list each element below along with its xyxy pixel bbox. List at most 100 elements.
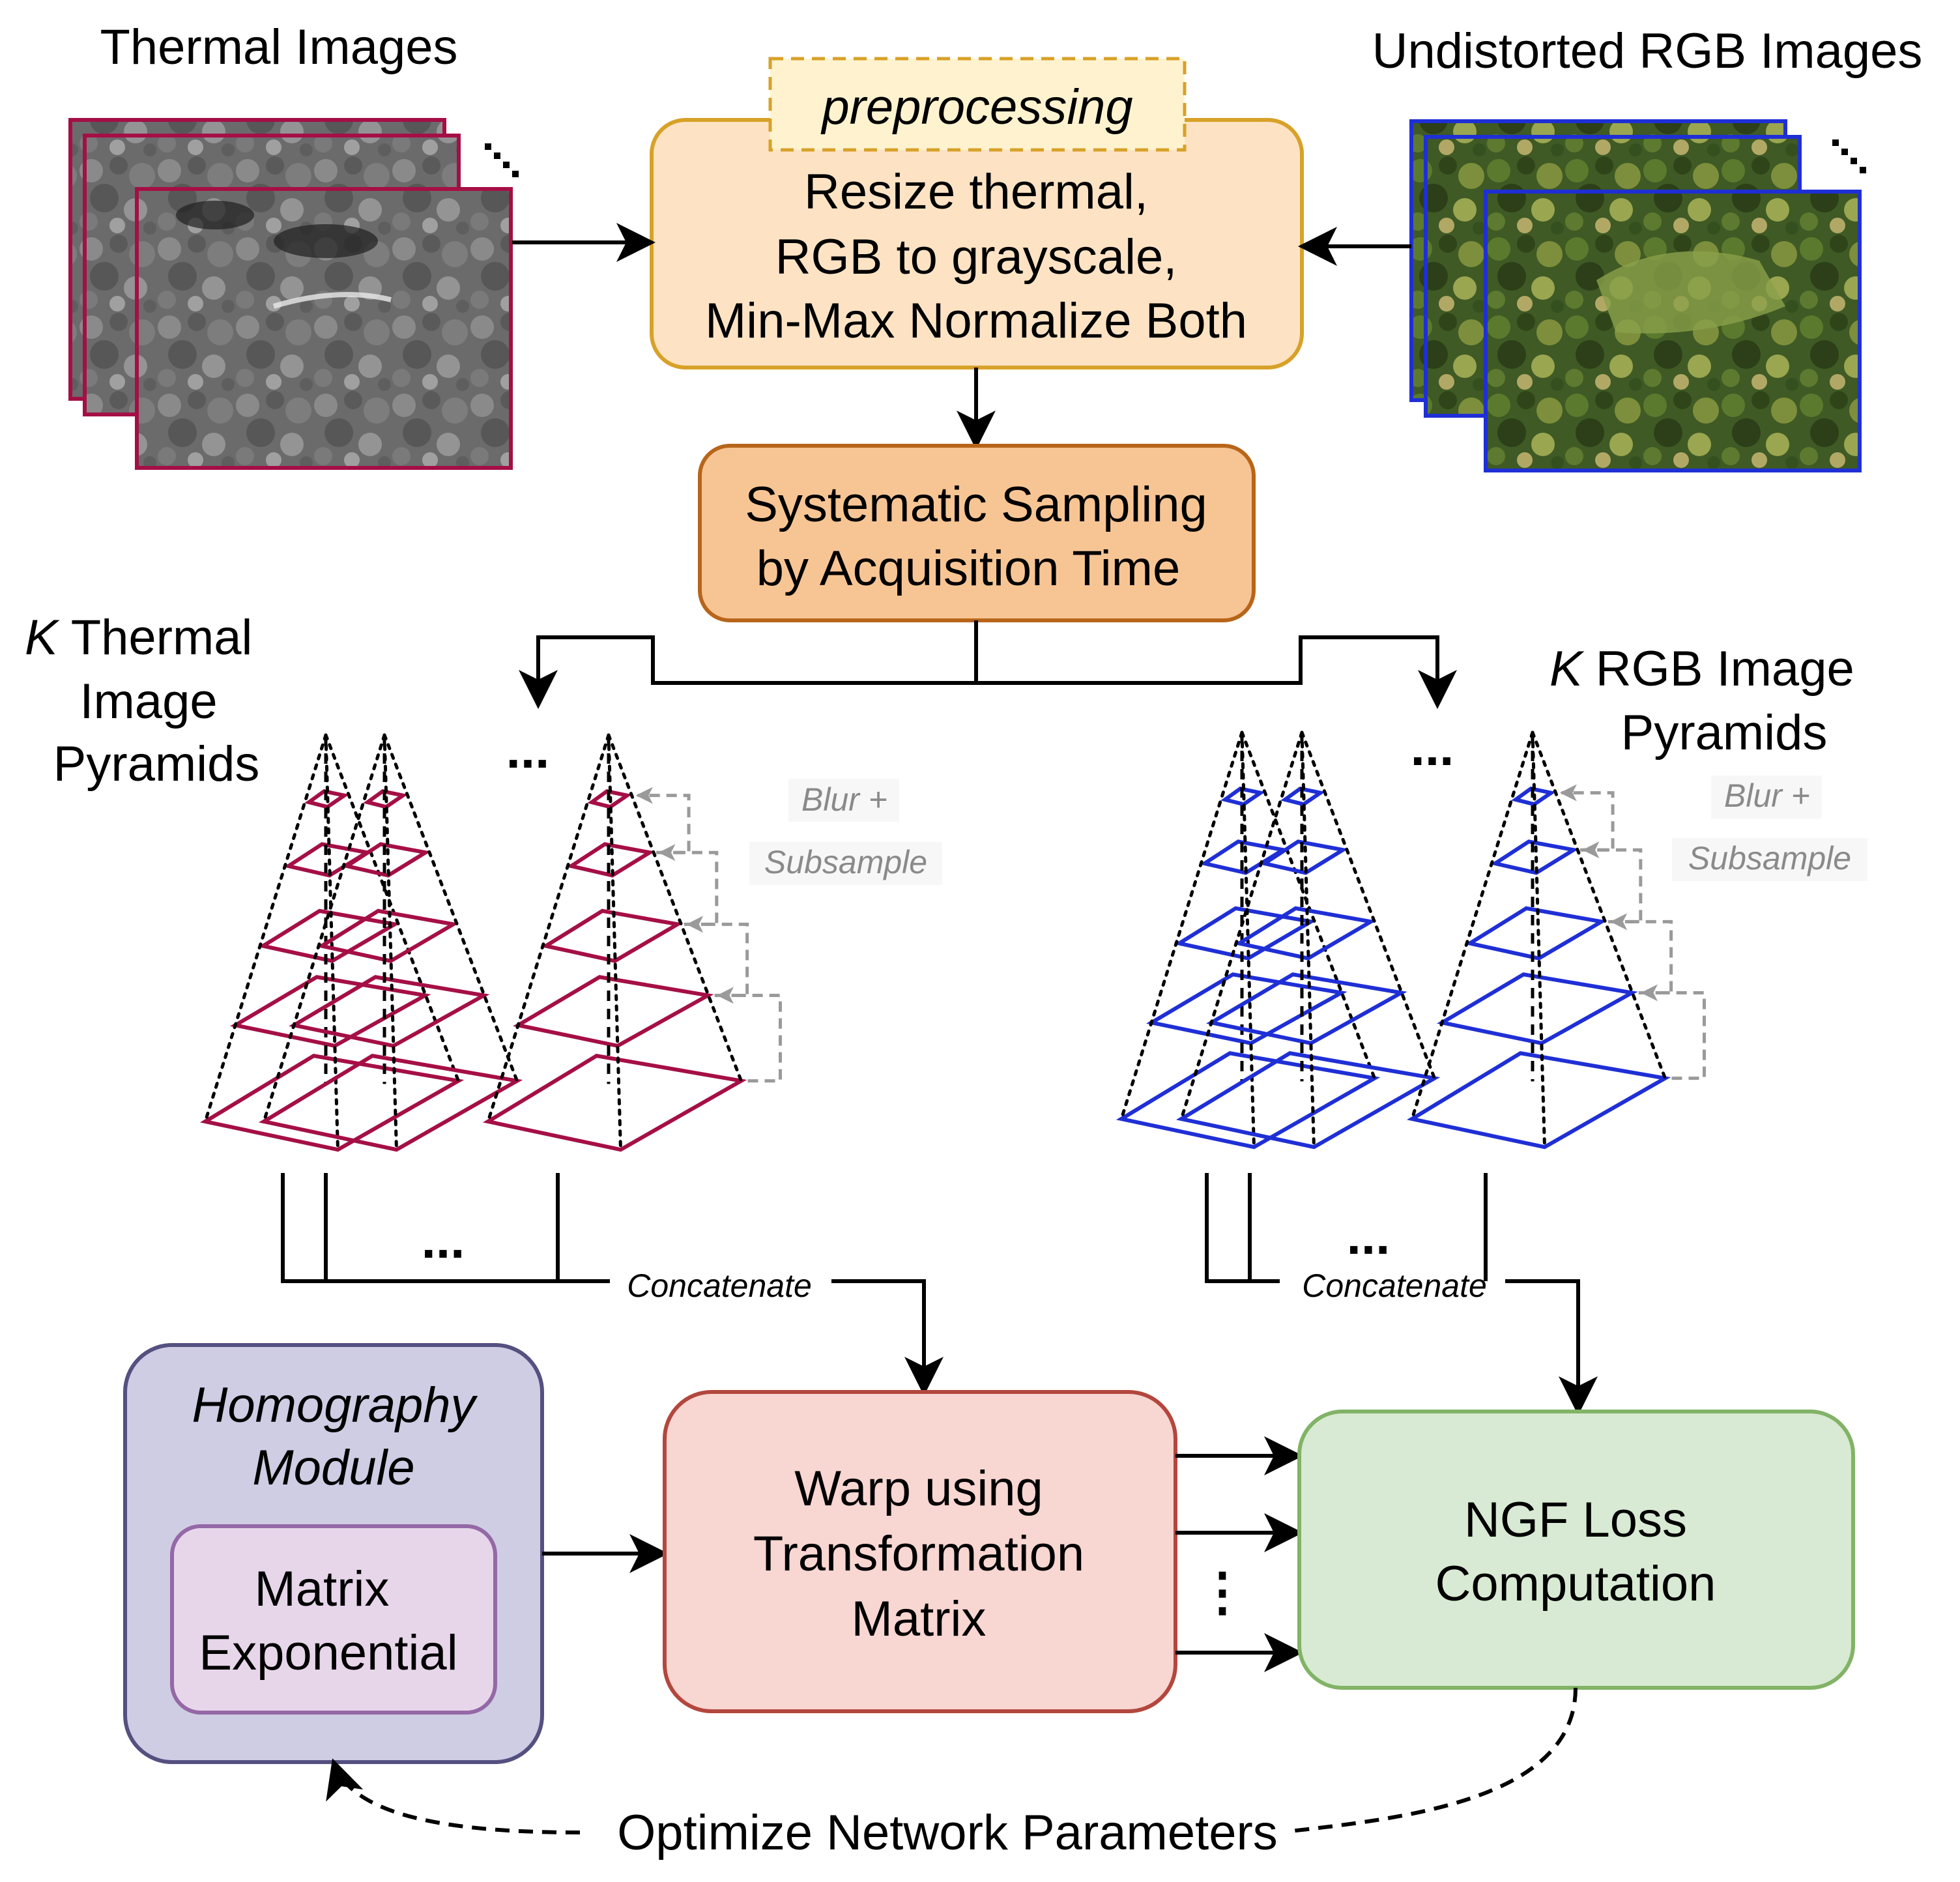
pyramid-thermal-3-blur-subsample-arrow-1 [635,787,691,854]
pyramid-thermal-3-blur-subsample-arrow-4 [717,987,782,1083]
ngf-line-2: Computation [1435,1556,1716,1612]
pyramid-thermal-3-level-1 [587,789,633,809]
pyramid-thermal-1-edge-3 [324,733,460,1083]
rgb-blur-label-bg [1711,775,1822,818]
sampling-to-rgb-pyramids-arrow [976,635,1457,709]
pyramid-rgb-3-blur-subsample-arrow-2 [1582,841,1643,923]
pyramid-rgb-2-level-4 [1206,972,1407,1046]
pyramid-thermal-2-level-2 [342,842,431,878]
k-thermal-pyramids-label-line-3: Pyramids [53,736,260,792]
rgb-stack-dots [1832,139,1866,173]
pyramid-thermal-1-level-4 [230,975,431,1049]
optimize-feedback-left [326,1758,581,1834]
ngf-line-1: NGF Loss [1464,1492,1687,1548]
thermal-concat-to-warp-arrow [831,1279,944,1396]
rgb-concatenate-label: Concatenate [1302,1267,1487,1304]
rgb-image-stack-icon [1409,119,1862,472]
pyramid-thermal-2-edge-1 [262,733,386,1123]
rgb-subsample-label-bg [1672,838,1867,881]
rgb-concat-to-ngf-arrow [1505,1279,1598,1415]
pyramid-rgb-1-edge-1 [1119,731,1244,1121]
preprocessing-tag [768,57,1187,152]
pyramid-thermal-2-edge-3 [382,733,519,1083]
optimize-label: Optimize Network Parameters [617,1805,1278,1860]
pyramid-rgb-1-level-4 [1146,972,1348,1046]
warp-box [663,1390,1177,1713]
pyramid-thermal-3-edge-1 [486,733,611,1123]
pyramid-rgb-3-edge-1 [1410,731,1535,1121]
pyramid-thermal-1-edge-2 [324,733,339,1151]
matrix-exponential-line-2: Exponential [199,1625,457,1681]
pyramid-thermal-3-level-5 [482,1054,747,1152]
preprocessing-tag-text: preprocessing [820,80,1132,135]
warp-line-1: Warp using [794,1461,1043,1516]
thermal-subsample-label-bg [749,842,942,885]
pyramid-thermal-2-edge-2 [382,733,398,1151]
pyramid-rgb-2-level-3 [1233,906,1377,961]
pyramid-rgb-3-level-4 [1437,972,1638,1046]
pyramid-thermal-3-blur-subsample-arrow-2 [658,844,719,926]
pyramid-rgb-1-level-3 [1174,906,1317,961]
optimize-feedback-right [1290,1687,1578,1833]
pyramid-rgb-2-level-2 [1260,839,1349,875]
rgb-concat-ellipsis: ... [1347,1207,1391,1265]
sampling-line-2: by Acquisition Time [757,541,1181,596]
matrix-exponential-line-1: Matrix [255,1561,390,1617]
pyramid-thermal-2-level-3 [316,908,459,963]
thermal-concat-ellipsis: ... [422,1211,465,1269]
pyramid-thermal-3-level-2 [566,842,656,878]
pyramid-thermal-2-level-1 [363,789,409,809]
rgb-subsample-label: Subsample [1688,840,1851,876]
pyramid-thermal-1-edge-1 [203,733,328,1123]
pyramid-rgb-3-blur-subsample-arrow-3 [1610,913,1673,994]
pyramid-rgb-3-level-1 [1511,786,1557,807]
pyramid-rgb-2-edge-2 [1300,731,1316,1149]
thermal-pyramids [199,733,782,1152]
thermal-stack-dots [485,143,519,177]
pyramid-rgb-3-level-2 [1490,839,1579,875]
rgb-concat-line [1205,1173,1280,1283]
k-symbol: K [25,610,60,665]
k-symbol-rgb: K [1549,641,1585,697]
warp-line-3: Matrix [852,1591,987,1647]
pyramid-thermal-3-level-3 [540,908,684,963]
thermal-concatenate-label: Concatenate [627,1267,812,1304]
pyramid-rgb-3-edge-2 [1531,731,1546,1149]
pyramid-rgb-2-edge-3 [1300,731,1436,1080]
thermal-word: Thermal [71,610,253,665]
pyramid-thermal-2-level-4 [289,975,490,1049]
pyramid-rgb-3-blur-subsample-arrow-1 [1559,784,1615,852]
sampling-to-thermal-pyramids-arrow [519,620,978,709]
thermal-blur-label: Blur + [801,781,887,818]
k-rgb-pyramids-label-line-2: Pyramids [1621,705,1828,760]
preprocessing-line-2: RGB to grayscale, [775,229,1177,285]
rgb-images-label: Undistorted RGB Images [1372,23,1923,79]
thermal-image-stack-icon [68,118,513,470]
homography-line-1: Homography [192,1378,478,1433]
pyramid-rgb-3-edge-3 [1531,731,1667,1080]
pyramid-thermal-3-edge-3 [607,733,743,1083]
thermal-blur-label-bg [788,779,899,822]
pyramid-thermal-1-level-1 [304,789,350,809]
rgb-blur-label: Blur + [1724,777,1810,814]
homography-line-2: Module [252,1440,414,1496]
k-thermal-pyramids-label-line-2: Image [79,674,217,729]
pyramid-thermal-3-edge-2 [607,733,622,1151]
thermal-concat-line [281,1173,610,1283]
pyramid-rgb-3-blur-subsample-arrow-4 [1641,984,1706,1080]
ngf-loss-box [1297,1410,1855,1690]
preprocessing-line-1: Resize thermal, [804,164,1148,220]
preprocessing-line-3: Min-Max Normalize Both [705,293,1247,349]
thermal-images-label: Thermal Images [100,20,457,75]
sampling-line-1: Systematic Sampling [745,477,1207,532]
rgb-pyramids [1116,731,1706,1150]
warp-to-ngf-ellipsis: ⋮ [1196,1563,1248,1621]
rgb-pyramids-ellipsis: ... [1411,718,1454,776]
thermal-subsample-label: Subsample [764,844,927,880]
pyramid-thermal-3-blur-subsample-arrow-3 [686,916,749,997]
warp-line-2: Transformation [753,1526,1084,1582]
